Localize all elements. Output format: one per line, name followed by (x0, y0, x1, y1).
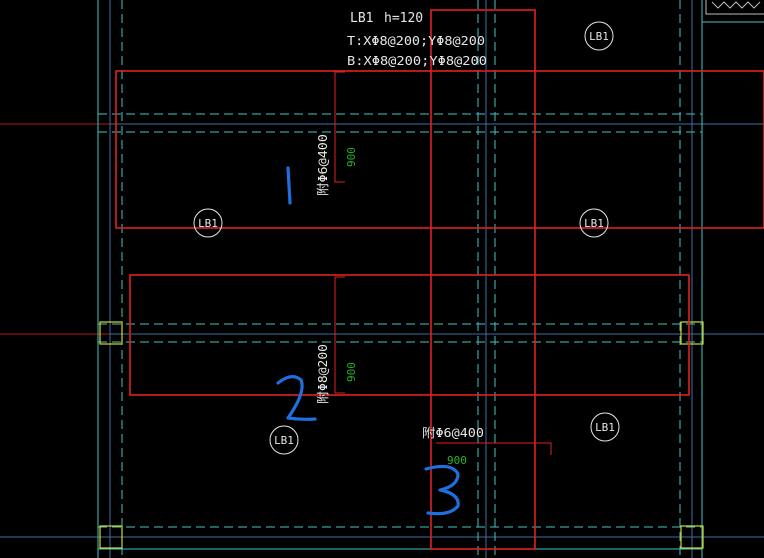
wall-outlines (97, 0, 764, 558)
highlight-zones (115, 9, 764, 550)
zone-3-bar-label: 附Φ6@400 (422, 426, 484, 440)
handwritten-marks (276, 166, 460, 516)
zone-1-length: 900 (345, 147, 358, 167)
top-rebar-spec: T:XΦ8@200;YΦ8@200 (347, 34, 485, 48)
handwritten-mark-1 (286, 166, 292, 205)
svg-text:LB1: LB1 (589, 30, 609, 43)
handwritten-mark-2 (276, 375, 317, 421)
zone-2-length: 900 (345, 362, 358, 382)
slab-tags: LB1 LB1 LB1 LB1 LB1 (193, 21, 620, 455)
highlight-zone-3 (430, 9, 536, 550)
column (99, 525, 123, 549)
highlight-zone-1 (115, 70, 764, 229)
slab-tag: LB1 (584, 21, 614, 51)
svg-text:LB1: LB1 (198, 217, 218, 230)
slab-thickness: h=120 (384, 11, 423, 26)
zone-1-bar-label: 附Φ6@400 (316, 134, 330, 196)
slab-tag: LB1 (193, 208, 223, 238)
highlight-zone-2 (129, 274, 690, 396)
slab-tag: LB1 (269, 425, 299, 455)
bottom-rebar-spec: B:XΦ8@200;YΦ8@200 (347, 54, 487, 68)
column (99, 321, 123, 345)
zone-3-length: 900 (447, 454, 467, 467)
columns (99, 321, 704, 549)
column (680, 525, 704, 549)
axis-stub-lines (0, 123, 110, 335)
svg-text:LB1: LB1 (274, 434, 294, 447)
column (680, 321, 704, 345)
handwritten-mark-3 (424, 464, 460, 516)
top-right-detail (705, 0, 764, 15)
rebar-lines (334, 71, 552, 455)
zone-annotations: 附Φ6@400 900 附Φ8@200 900 附Φ6@400 900 (316, 134, 484, 467)
slab-header: LB1 h=120 T:XΦ8@200;YΦ8@200 B:XΦ8@200;YΦ… (347, 11, 487, 68)
slab-name: LB1 (350, 11, 373, 26)
svg-text:LB1: LB1 (584, 217, 604, 230)
beam-edges (98, 0, 702, 558)
zone-2-bar-label: 附Φ8@200 (316, 344, 330, 404)
slab-tag: LB1 (590, 412, 620, 442)
svg-text:LB1: LB1 (595, 421, 615, 434)
slab-tag: LB1 (579, 208, 609, 238)
